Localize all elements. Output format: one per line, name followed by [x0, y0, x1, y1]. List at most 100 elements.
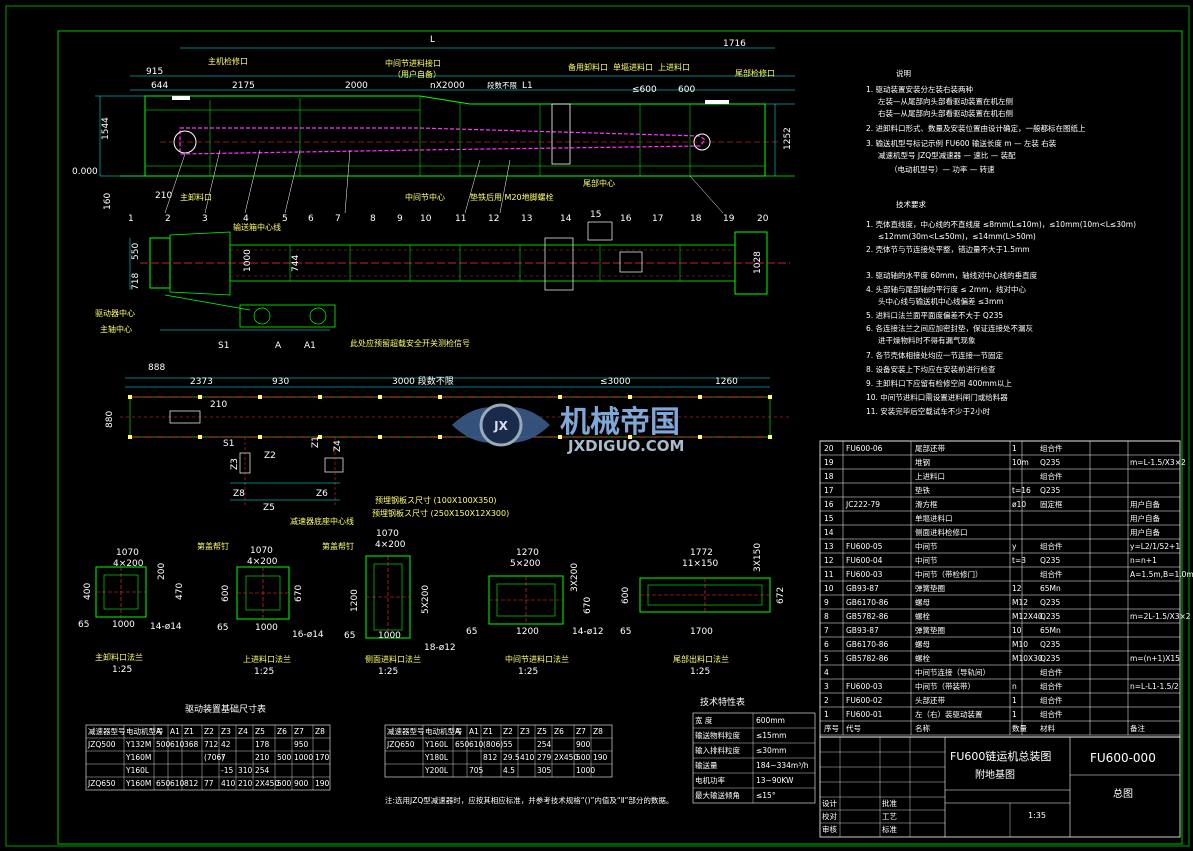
dim-160: 160: [103, 193, 113, 210]
parts-cell: Q235: [1040, 612, 1060, 621]
part-no: 15: [590, 210, 601, 220]
drive-header-cell: Z7: [294, 727, 304, 736]
parts-cell: 螺栓: [915, 653, 930, 663]
dim-Z2: Z2: [264, 451, 276, 461]
parts-cell: 用户自备: [1130, 527, 1160, 537]
flange5-dim: 11×150: [682, 559, 718, 569]
parts-cell: m=2L-1.5/X3×2: [1130, 612, 1191, 621]
drive-cell: 42: [221, 740, 231, 749]
parts-header-cell: 材料: [1040, 723, 1056, 733]
label-mid-inlet: 中间节进料接口: [385, 58, 441, 68]
parts-cell: JC222-79: [845, 500, 880, 509]
parts-cell: 固定框: [1040, 499, 1063, 509]
drive-cell: 650: [156, 779, 171, 788]
tech-item: 10. 中间节进料口需设置进料闸门或给料器: [866, 392, 1008, 402]
drive-cell: 210: [255, 753, 270, 762]
watermark: JX 机械帝国 JXDIGUO.COM: [452, 403, 684, 455]
parts-cell: FU600-03: [846, 682, 883, 691]
dim-Z1: Z1: [311, 436, 321, 448]
label-tail-center: 尾部中心: [583, 178, 615, 188]
drive-cell: 500: [156, 740, 171, 749]
parts-cell: t=3: [1012, 556, 1026, 565]
drive-cell: (706): [204, 753, 224, 762]
parts-cell: M12X40: [1012, 612, 1043, 621]
parts-cell: 组合件: [1040, 667, 1063, 677]
flange4-dim: 670: [583, 597, 593, 614]
parts-cell: 5: [824, 654, 829, 663]
drive-header-cell: Z6: [277, 727, 287, 736]
part-no: 9: [397, 214, 403, 224]
label-reducer-base: 减速器底座中心线: [290, 516, 354, 526]
parts-cell: GB5782-86: [846, 654, 889, 663]
parts-cell: GB5782-86: [846, 612, 889, 621]
flange-5: [639, 577, 771, 613]
part-no: 13: [521, 214, 532, 224]
parts-cell: GB93-87: [846, 626, 879, 635]
tech-item: 8. 设备安装上下均应在安装前进行检查: [866, 364, 996, 374]
tech-title: 技术要求: [896, 199, 926, 209]
parts-cell: Q235: [1040, 556, 1060, 565]
parts-cell: 16: [824, 500, 834, 509]
notes-item: 减速机型号 JZQ型减速器 — 速比 — 装配: [878, 150, 1016, 160]
parts-cell: 中间节连接（导轨间）: [915, 667, 990, 677]
drive-cell: 2X450: [255, 779, 279, 788]
flange1-dim: 14-ø14: [150, 622, 182, 632]
flange4-dim: 14-ø12: [572, 627, 604, 637]
drive-cell: 310: [238, 766, 253, 775]
drive-header-cell: Z5: [537, 727, 547, 736]
doc-type: 总图: [1113, 787, 1133, 800]
parts-cell: GB93-87: [846, 584, 879, 593]
flange1-dim: 1070: [116, 548, 139, 558]
drive-cell: 190: [593, 753, 608, 762]
flange1-dim: 1000: [112, 620, 135, 630]
flange-1: [95, 566, 147, 618]
parts-cell: 组合件: [1040, 681, 1063, 691]
parts-header-cell: 数量: [1012, 723, 1028, 733]
dim-A: A: [275, 341, 282, 351]
tech-item: 进干燥物料时不得有漏气现象: [878, 335, 976, 345]
drive-header-cell: Z4: [238, 727, 248, 736]
parts-cell: m=L-1.5/X3×2: [1130, 458, 1186, 467]
drive-cell: 178: [255, 740, 270, 749]
parts-cell: m=(n+1)X15: [1130, 654, 1180, 663]
part-no: 2: [165, 214, 171, 224]
part-no: 17: [652, 214, 663, 224]
dim-1028: 1028: [753, 251, 763, 274]
label-drive-center: 驱动器中心: [95, 308, 135, 318]
drive-cell: 500: [277, 753, 292, 762]
parts-cell: 11: [824, 570, 834, 579]
drive-cell: 254: [255, 766, 270, 775]
flange3-dim: 5X200: [421, 585, 431, 614]
role-checker: 校对: [822, 811, 837, 821]
drive-table-left: 减速器型号JZQ500JZQ650电动机型号Y132MY160MY160LY16…: [85, 724, 331, 791]
parts-cell: t=16: [1012, 486, 1031, 495]
flange2-dim: 16-ø14: [292, 630, 324, 640]
drive-cell: Y160L: [125, 766, 150, 775]
side-view: [95, 47, 795, 214]
part-no: 7: [335, 214, 341, 224]
drive-cell: -15: [221, 766, 233, 775]
tech-item: 头中心线与输送机中心线偏差 ≤3mm: [878, 296, 1004, 306]
drive-cell: Y180L: [424, 753, 449, 762]
parts-cell: 滑方框: [915, 499, 938, 509]
parts-cell: 10: [1012, 626, 1022, 635]
parts-cell: 17: [824, 486, 834, 495]
label-embed-plate-1: 预埋钢板ス尺寸 (100X100X350): [375, 495, 497, 505]
parts-cell: 65Mn: [1040, 584, 1061, 593]
watermark-emblem: JX: [493, 419, 508, 433]
label-mid-center: 中间节中心: [405, 192, 445, 202]
flange4-dim: 5×200: [510, 559, 541, 569]
drive-cell: 305: [537, 766, 552, 775]
label-anchor-bolt: 垫铁后用 M20地脚螺栓: [470, 192, 554, 202]
parts-cell: 6: [824, 640, 829, 649]
flange5-scale: 1:25: [690, 667, 710, 677]
dim-600: 600: [678, 85, 695, 95]
dim-880: 880: [105, 411, 115, 428]
role-designer: 设计: [822, 798, 837, 808]
flange2-dim: 670: [294, 585, 304, 602]
parts-cell: 弹簧垫圈: [915, 625, 945, 635]
label-main-outlet: 主卸料口: [180, 192, 212, 202]
label-box-centerline: 输送箱中心线: [233, 222, 281, 232]
parts-cell: Q235: [1040, 598, 1060, 607]
